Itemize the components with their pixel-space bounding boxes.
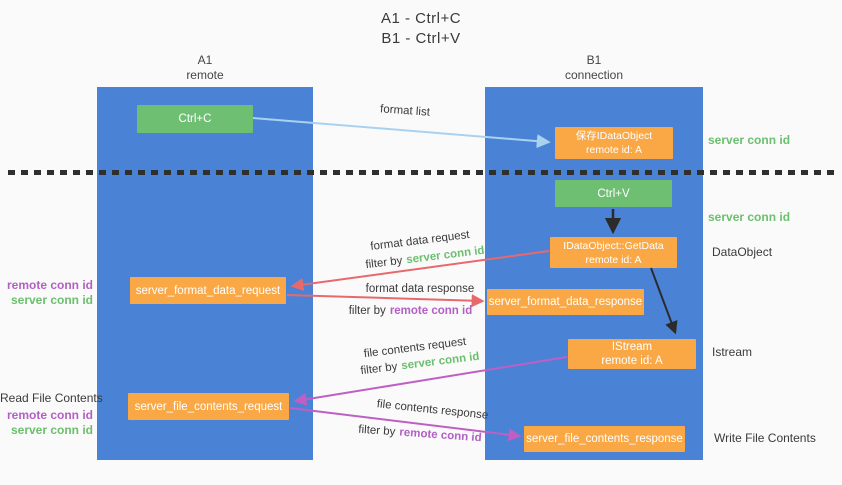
node-fcres-label: server_file_contents_response [526, 433, 683, 445]
lifeline-b1-name: B1 [586, 53, 602, 67]
node-istream-line1: IStream [611, 341, 653, 353]
label-left-server-conn-id-2: server conn id [10, 423, 93, 437]
node-fdres-label: server_format_data_response [488, 296, 643, 308]
server-conn-id-text: server conn id [405, 244, 486, 267]
lifeline-b1-subtitle: connection [564, 68, 624, 82]
machine-separator-dotted-line [8, 170, 836, 175]
lifeline-header-a1: A1 remote [97, 53, 313, 83]
label-dataobject: DataObject [712, 245, 773, 259]
node-ctrl-v-label: Ctrl+V [597, 187, 630, 200]
filter-by-text: filter by [364, 254, 404, 272]
node-istream: IStream remote id: A [568, 339, 696, 369]
node-ctrl-c: Ctrl+C [137, 105, 253, 133]
node-server-file-contents-response: server_file_contents_response [524, 426, 685, 452]
filter-by-text: filter by [348, 305, 386, 317]
node-server-format-data-request: server_format_data_request [130, 277, 286, 304]
remote-conn-id-text: remote conn id [389, 305, 473, 317]
lifeline-a1-subtitle: remote [186, 68, 224, 82]
filter-by-text: filter by [359, 360, 399, 378]
arrow-format-data-response [286, 294, 485, 308]
lifeline-header-b1: B1 connection [485, 53, 703, 83]
node-server-file-contents-request: server_file_contents_request [128, 393, 289, 420]
node-idataobject-getdata: IDataObject::GetData remote id: A [550, 237, 677, 268]
node-fdreq-label: server_format_data_request [135, 284, 281, 297]
label-format-data-response: format data response [365, 283, 475, 295]
label-left-remote-conn-id-2: remote conn id [6, 408, 93, 422]
node-save-idataobject: 保存IDataObject remote id: A [555, 127, 673, 159]
label-right-server-conn-id-2: server conn id [708, 210, 791, 224]
label-read-file-contents: Read File Contents [0, 391, 103, 405]
node-getdata-line2: remote id: A [585, 253, 642, 266]
node-save-idataobject-line1: 保存IDataObject [575, 130, 653, 142]
label-left-remote-conn-id-1: remote conn id [6, 278, 93, 292]
diagram-title-line1: A1 - Ctrl+C [380, 10, 462, 27]
node-save-idataobject-line2: remote id: A [585, 144, 643, 156]
node-ctrl-c-label: Ctrl+C [178, 113, 212, 125]
node-istream-line2: remote id: A [601, 355, 663, 367]
label-istream: Istream [712, 345, 753, 359]
label-format-list: format list [379, 103, 431, 119]
label-write-file-contents: Write File Contents [714, 431, 816, 445]
diagram-title-line2: B1 - Ctrl+V [381, 30, 461, 47]
node-fcreq-label: server_file_contents_request [134, 400, 283, 413]
label-left-server-conn-id-1: server conn id [10, 293, 93, 307]
node-getdata-line1: IDataObject::GetData [563, 239, 664, 252]
remote-conn-id-text: remote conn id [398, 426, 483, 445]
label-right-server-conn-id-1: server conn id [708, 133, 791, 147]
lifeline-a1-name: A1 [197, 53, 213, 67]
node-ctrl-v: Ctrl+V [555, 180, 672, 207]
node-server-format-data-response: server_format_data_response [487, 289, 644, 315]
filter-by-text: filter by [357, 423, 396, 439]
